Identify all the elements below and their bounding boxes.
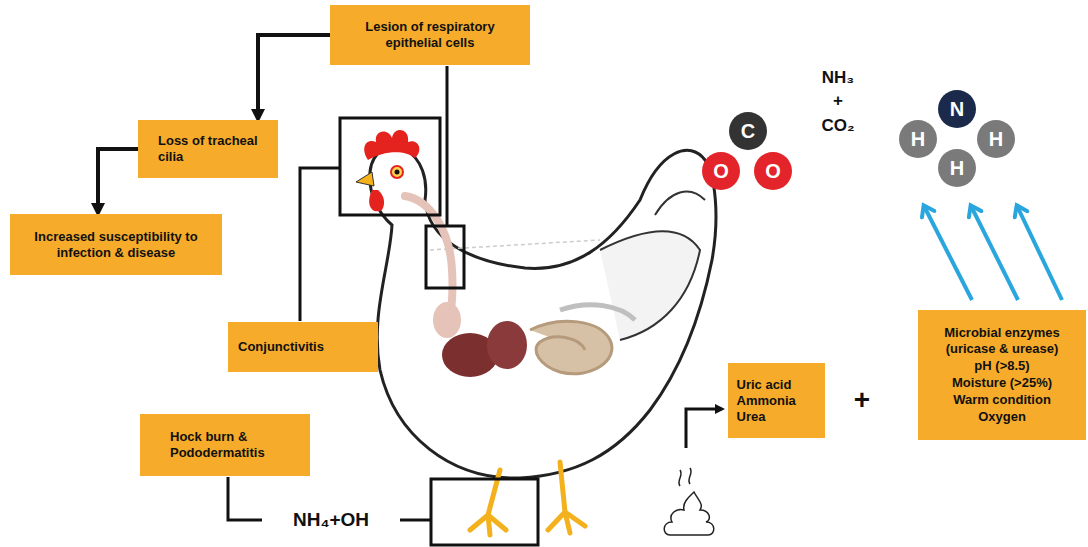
hydrogen-atom	[899, 120, 937, 158]
box-text: Warm condition	[937, 392, 1067, 408]
formula-label: CO₂	[821, 117, 854, 136]
hydrogen-atom	[977, 120, 1015, 158]
cause-effect-box: Microbial enzymes (uricase & urease)pH (…	[918, 310, 1086, 440]
plus-sign: +	[833, 92, 843, 111]
box-text: Increased susceptibility to infection & …	[34, 229, 199, 261]
cause-effect-box: Loss of tracheal cilia	[138, 120, 278, 178]
box-text: Ammonia	[737, 393, 817, 409]
head-frame	[340, 118, 440, 215]
formula-label: NH₃	[822, 69, 854, 88]
formula-label: NH₄+OH	[293, 510, 369, 531]
atom-symbol: O	[765, 160, 781, 182]
box-text: Microbial enzymes (uricase & urease)	[937, 325, 1067, 357]
nitrogen-atom	[938, 90, 976, 128]
emission-arrow	[925, 208, 972, 300]
emission-arrow	[972, 208, 1018, 300]
carbon-atom	[729, 112, 767, 150]
box-text: Uric acid	[737, 377, 817, 393]
leader-line	[446, 66, 449, 226]
box-text: Lesion of respiratory epithelial cells	[345, 19, 515, 51]
atom-symbol: C	[741, 120, 755, 142]
box-text: Hock burn & Pododermatitis	[170, 429, 280, 461]
box-text: pH (>8.5)	[937, 358, 1067, 374]
plus-sign: +	[854, 385, 870, 416]
cause-effect-box: Increased susceptibility to infection & …	[10, 214, 222, 275]
cause-effect-box: Conjunctivitis	[228, 322, 378, 372]
atom-symbol: H	[911, 128, 925, 150]
oxygen-atom	[702, 152, 740, 190]
cause-effect-box: Lesion of respiratory epithelial cells	[330, 5, 530, 65]
atom-symbol: H	[989, 128, 1003, 150]
box-text: Conjunctivitis	[238, 339, 368, 355]
oxygen-atom	[754, 152, 792, 190]
leader-line	[300, 168, 340, 321]
atom-symbol: N	[950, 98, 964, 120]
cause-effect-box: Uric acidAmmoniaUrea	[728, 363, 825, 438]
box-text: Urea	[737, 409, 817, 425]
box-text: Oxygen	[937, 409, 1067, 425]
flow-arrow	[686, 409, 722, 448]
trachea-frame	[426, 226, 464, 288]
flow-connector	[258, 35, 330, 119]
droppings-icon	[664, 468, 714, 535]
atom-symbol: O	[713, 160, 729, 182]
atom-symbol: H	[950, 157, 964, 179]
cause-effect-box: Hock burn & Pododermatitis	[140, 414, 310, 476]
flow-connector	[98, 149, 138, 213]
leader-line	[400, 519, 431, 522]
box-text: Loss of tracheal cilia	[158, 133, 258, 165]
hydrogen-atom	[938, 149, 976, 187]
chicken	[356, 130, 716, 535]
emission-arrow	[1018, 208, 1062, 300]
leader-line	[228, 477, 262, 520]
box-text: Moisture (>25%)	[937, 375, 1067, 391]
foot-frame	[431, 479, 538, 545]
